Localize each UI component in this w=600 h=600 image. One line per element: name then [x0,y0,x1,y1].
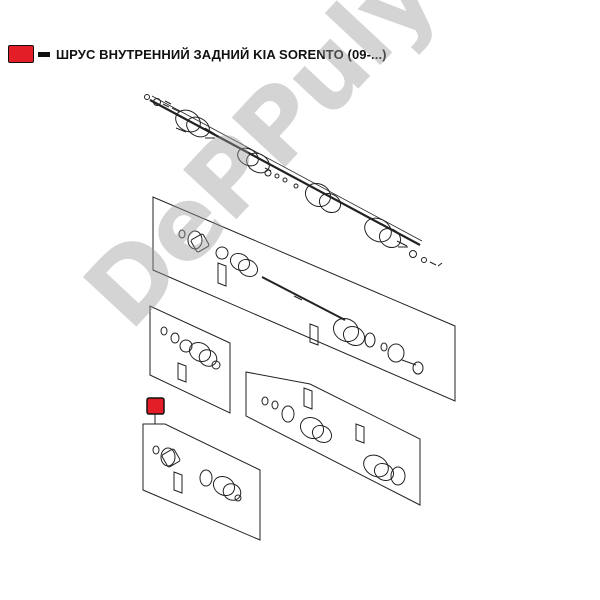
inner-kit-frame [152,196,456,402]
boot-kit-frame [245,371,421,506]
highlight-marker [146,397,165,415]
drive-shaft-assembly [144,94,443,267]
outer-boot-kit-frame [149,305,231,414]
header: ШРУС ВНУТРЕННИЙ ЗАДНИЙ KIA SORENTO (09-.… [8,42,387,66]
legend-marker [8,45,34,63]
inner-cv-joint-frame [142,412,261,541]
page-title: ШРУС ВНУТРЕННИЙ ЗАДНИЙ KIA SORENTO (09-.… [56,46,387,62]
legend-dash [38,51,50,57]
